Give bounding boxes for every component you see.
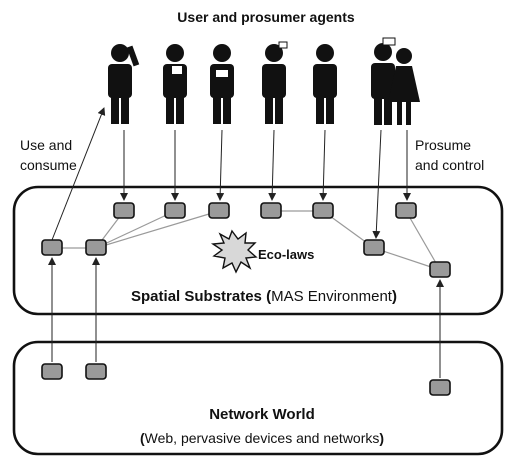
substrate-node xyxy=(260,202,282,219)
spatial-bold: Spatial Substrates xyxy=(131,288,262,305)
agent-figure-4 xyxy=(262,41,288,124)
agent-figure-2 xyxy=(163,44,187,124)
substrate-node xyxy=(208,202,230,219)
network-paren-close: ) xyxy=(379,430,384,446)
network-paren-open: ( xyxy=(140,430,145,446)
prosume-label-line1: Prosume xyxy=(415,137,471,153)
agent-arrows xyxy=(51,107,411,241)
agent-figure-1 xyxy=(108,44,140,124)
use-and-consume-label-line2: consume xyxy=(20,157,77,173)
network-nodes xyxy=(41,363,451,396)
diagram-title: User and prosumer agents xyxy=(177,9,355,25)
agent-figure-6 xyxy=(371,37,396,125)
substrate-node xyxy=(41,239,63,256)
network-world-title: Network World xyxy=(209,406,315,423)
spatial-substrates-caption: Spatial Substrates (MAS Environment) xyxy=(131,288,397,305)
network-node xyxy=(429,379,451,396)
substrate-node xyxy=(85,239,107,256)
network-arrows xyxy=(48,257,444,378)
agent-figure-7 xyxy=(388,48,420,125)
network-node xyxy=(85,363,107,380)
spatial-substrates-box xyxy=(12,185,504,316)
network-node xyxy=(41,363,63,380)
substrate-node xyxy=(312,202,334,219)
use-and-consume-label-line1: Use and xyxy=(20,137,72,153)
eco-laws-label: Eco-laws xyxy=(258,247,314,262)
substrate-node xyxy=(113,202,135,219)
network-world-box xyxy=(12,340,504,456)
agent-figure-3 xyxy=(210,44,234,124)
spatial-mid: MAS Environment xyxy=(271,288,393,305)
substrate-node xyxy=(164,202,186,219)
eco-laws-burst-icon xyxy=(210,229,258,274)
substrate-node xyxy=(363,239,385,256)
substrate-node xyxy=(395,202,417,219)
spatial-open: ( xyxy=(262,288,271,305)
network-world-subtitle: (Web, pervasive devices and networks) xyxy=(140,430,384,446)
spatial-close: ) xyxy=(392,288,397,305)
substrate-node xyxy=(429,261,451,278)
prosume-label-line2: and control xyxy=(415,157,484,173)
substrate-nodes xyxy=(41,202,451,278)
network-subtitle-text: Web, pervasive devices and networks xyxy=(145,430,380,446)
agent-figure-5 xyxy=(313,44,337,124)
